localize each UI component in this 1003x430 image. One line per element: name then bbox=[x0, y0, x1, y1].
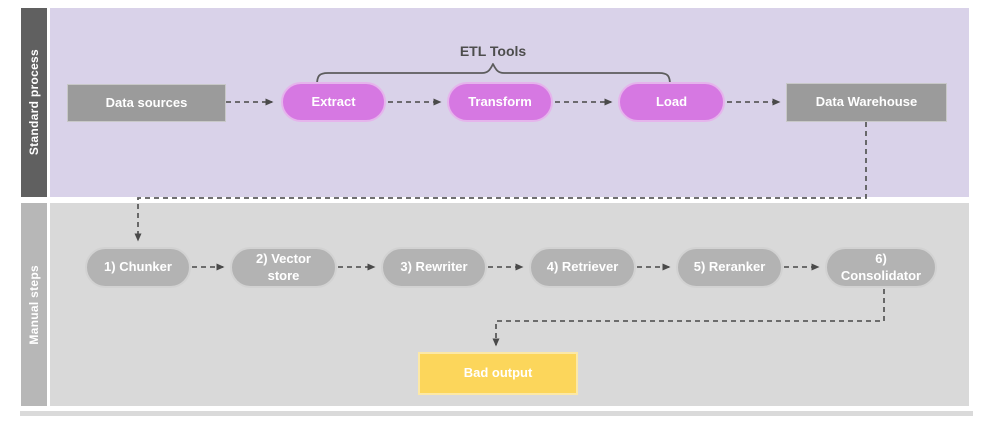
lane-standard-process-label: Standard process bbox=[27, 49, 41, 156]
node-bad-output-label: Bad output bbox=[463, 365, 533, 381]
node-consolidator-label: 6) Consolidator bbox=[840, 251, 922, 283]
node-load: Load bbox=[618, 82, 725, 122]
node-transform-label: Transform bbox=[468, 93, 532, 109]
node-bad-output: Bad output bbox=[418, 352, 578, 395]
node-extract: Extract bbox=[281, 82, 386, 122]
node-chunker: 1) Chunker bbox=[85, 247, 191, 288]
etl-tools-label: ETL Tools bbox=[459, 43, 527, 59]
node-data-warehouse-label: Data Warehouse bbox=[815, 94, 918, 110]
node-rewriter-label: 3) Rewriter bbox=[400, 259, 468, 275]
node-data-sources-label: Data sources bbox=[105, 94, 188, 110]
node-transform: Transform bbox=[447, 82, 553, 122]
lane-manual-steps-label: Manual steps bbox=[27, 264, 41, 345]
node-reranker-label: 5) Reranker bbox=[693, 259, 766, 275]
node-consolidator: 6) Consolidator bbox=[825, 247, 937, 288]
lane-standard-process-header: Standard process bbox=[21, 8, 47, 197]
node-retriever-label: 4) Retriever bbox=[546, 259, 619, 275]
canvas-edge-strip bbox=[20, 411, 973, 416]
node-vector-store: 2) Vector store bbox=[230, 247, 337, 288]
node-data-sources: Data sources bbox=[67, 84, 226, 122]
node-data-warehouse: Data Warehouse bbox=[786, 83, 947, 122]
lane-manual-steps-header: Manual steps bbox=[21, 203, 47, 406]
node-reranker: 5) Reranker bbox=[676, 247, 783, 288]
node-chunker-label: 1) Chunker bbox=[104, 259, 172, 275]
node-rewriter: 3) Rewriter bbox=[381, 247, 487, 288]
node-load-label: Load bbox=[655, 93, 688, 109]
node-extract-label: Extract bbox=[311, 93, 356, 109]
node-retriever: 4) Retriever bbox=[529, 247, 636, 288]
node-vector-store-label: 2) Vector store bbox=[256, 251, 311, 283]
